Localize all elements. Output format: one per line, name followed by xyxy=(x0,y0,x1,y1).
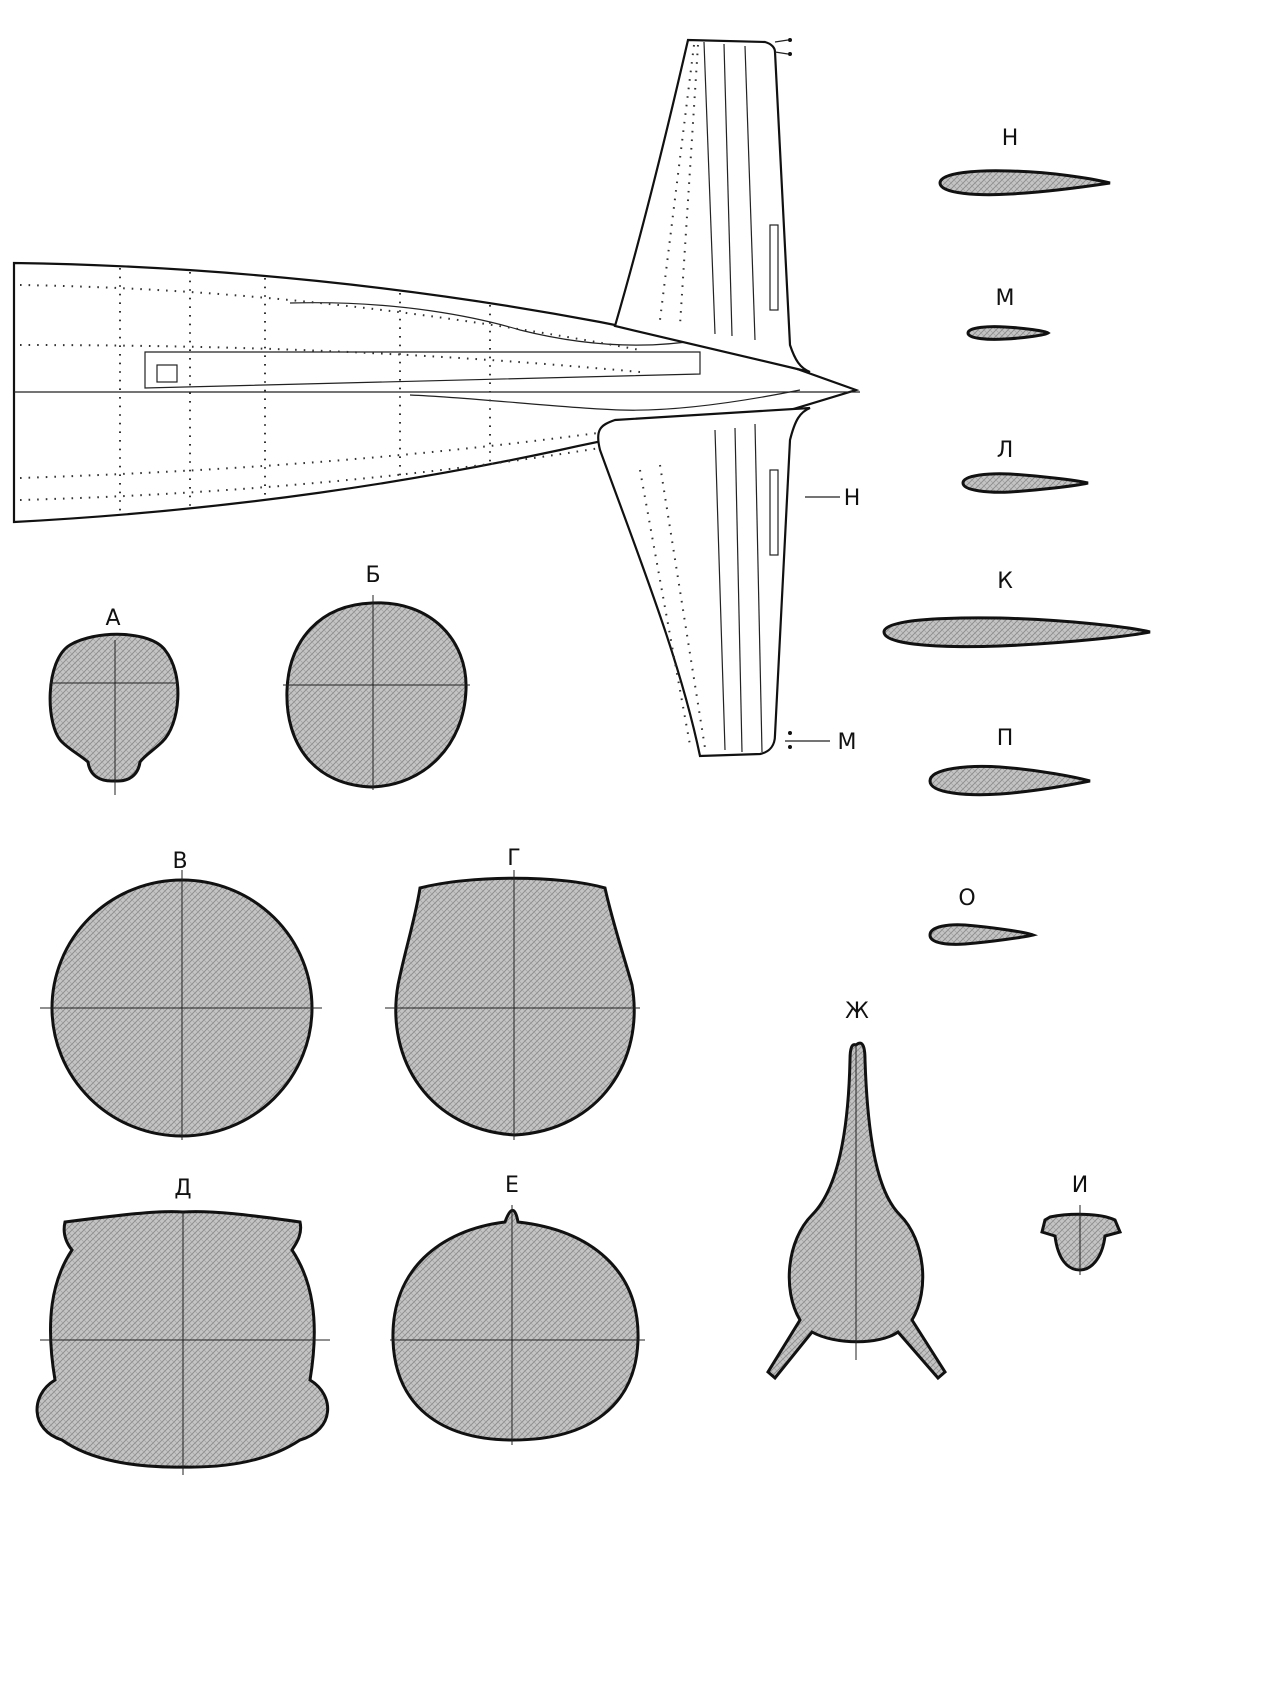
elevator-hinge-line xyxy=(714,429,726,751)
leader xyxy=(774,51,789,55)
airfoil-label: О xyxy=(958,886,975,911)
section-d: Д xyxy=(35,1176,330,1475)
stabilizer-upper xyxy=(613,38,811,374)
trim-tab xyxy=(769,224,779,311)
fillet-line-lower xyxy=(409,389,801,411)
section-b: Б xyxy=(283,563,470,790)
elevator-line xyxy=(723,43,733,337)
airfoil-p: П xyxy=(928,726,1091,797)
airfoil-n: Н xyxy=(938,126,1111,197)
section-v: В xyxy=(40,849,322,1140)
section-label: Ж xyxy=(845,999,869,1024)
callout-dot xyxy=(788,52,792,56)
section-label: И xyxy=(1072,1173,1088,1198)
elevator-line xyxy=(744,45,756,341)
airfoil-label: Н xyxy=(1002,126,1019,151)
airfoil-k: К xyxy=(882,569,1151,649)
leader xyxy=(774,39,789,43)
callout-label-lower: М xyxy=(838,730,857,755)
fuselage-panel xyxy=(144,351,701,389)
section-label: Б xyxy=(365,563,380,588)
section-i: И xyxy=(1040,1173,1123,1275)
section-label: А xyxy=(105,606,120,631)
rivet-row xyxy=(639,469,691,746)
callout-dot xyxy=(788,745,792,749)
stabilizer-lower xyxy=(597,406,840,758)
section-label: Г xyxy=(507,846,520,871)
section-g: Г xyxy=(385,846,640,1140)
airfoil-m: М xyxy=(966,286,1051,341)
section-zh: Ж xyxy=(766,999,947,1381)
airfoil-label: К xyxy=(997,569,1013,594)
airfoil-label: М xyxy=(996,286,1015,311)
airfoil-l: Л xyxy=(961,438,1089,494)
elevator-hinge-line xyxy=(703,41,716,335)
elevator-line xyxy=(754,423,763,753)
access-hatch xyxy=(156,364,178,383)
section-label: В xyxy=(172,849,187,874)
section-label: Е xyxy=(505,1173,519,1198)
fuselage-tail xyxy=(12,261,860,524)
callout-label-upper: Н xyxy=(844,486,861,511)
trim-tab xyxy=(769,469,779,556)
section-label: Д xyxy=(174,1176,191,1201)
airfoil-label: П xyxy=(997,726,1014,751)
callout-dot xyxy=(788,731,792,735)
airfoil-o: О xyxy=(928,886,1039,946)
rivet-row xyxy=(659,44,695,321)
elevator-line xyxy=(734,427,743,753)
callout-dot xyxy=(788,38,792,42)
airfoil-label: Л xyxy=(997,438,1014,463)
fillet-line-upper xyxy=(289,302,701,346)
section-a: А xyxy=(48,606,180,795)
section-e: Е xyxy=(390,1173,645,1445)
